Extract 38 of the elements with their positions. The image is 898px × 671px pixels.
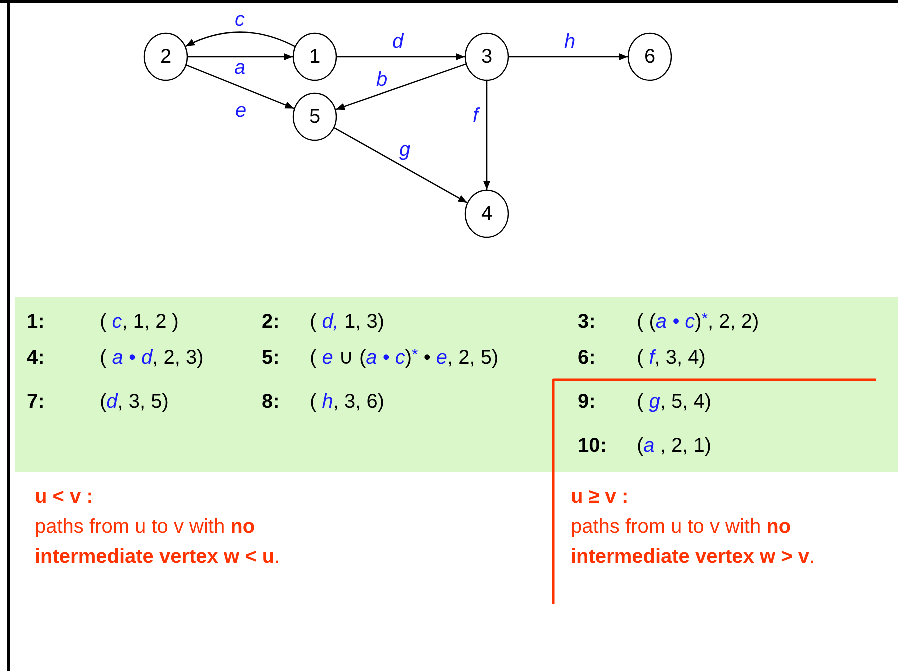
row-number: 10: <box>578 434 607 458</box>
row-number: 5: <box>262 346 280 370</box>
tuple-text: ( f, 3, 4) <box>637 346 706 370</box>
note-heading: u < v : <box>35 485 94 509</box>
vertex-circle: 1 <box>293 33 337 81</box>
arrow <box>509 53 628 61</box>
vertex-circle: 6 <box>628 33 672 81</box>
note-text: paths from u to v with no intermediate vertex w < u. <box>35 515 282 570</box>
row-number: 7: <box>27 390 45 414</box>
vertex-circle: 2 <box>144 33 188 81</box>
row-number: 2: <box>262 310 280 334</box>
tuple-text: ( e ∪ (a • c)$^{*}$ • e, 2, 5) <box>310 346 499 370</box>
arrow <box>334 127 468 204</box>
tuple-text: ( h, 3, 6) <box>310 390 384 414</box>
arrow <box>188 53 293 61</box>
arrow <box>186 64 295 110</box>
tuple-text: ( d, 1, 3) <box>310 310 384 334</box>
note-text: paths from u to v with no intermediate vertex w > v. <box>571 515 816 570</box>
row-number: 4: <box>27 346 45 370</box>
arrow <box>337 53 465 61</box>
tuple-text: ( (a • c)$^{*}$, 2, 2) <box>637 310 760 334</box>
vertex-circle: 3 <box>465 33 509 81</box>
arrow <box>483 81 491 190</box>
row-number: 6: <box>578 346 596 370</box>
row-number: 8: <box>262 390 280 414</box>
row-number: 9: <box>578 390 596 414</box>
arrow <box>336 64 466 110</box>
vertex-circle: 4 <box>465 190 509 238</box>
arrow <box>186 32 296 48</box>
tuple-text: ( a • d, 2, 3) <box>100 346 204 370</box>
vertex-circle: 5 <box>293 93 337 141</box>
tuple-text: (a , 2, 1) <box>637 434 712 458</box>
row-number: 1: <box>27 310 45 334</box>
tuple-text: ( g, 5, 4) <box>637 390 712 414</box>
tuple-text: (d, 3, 5) <box>100 390 169 414</box>
tuple-text: ( c, 1, 2 ) <box>100 310 179 334</box>
note-heading: u ≥ v : <box>571 485 629 509</box>
row-number: 3: <box>578 310 596 334</box>
